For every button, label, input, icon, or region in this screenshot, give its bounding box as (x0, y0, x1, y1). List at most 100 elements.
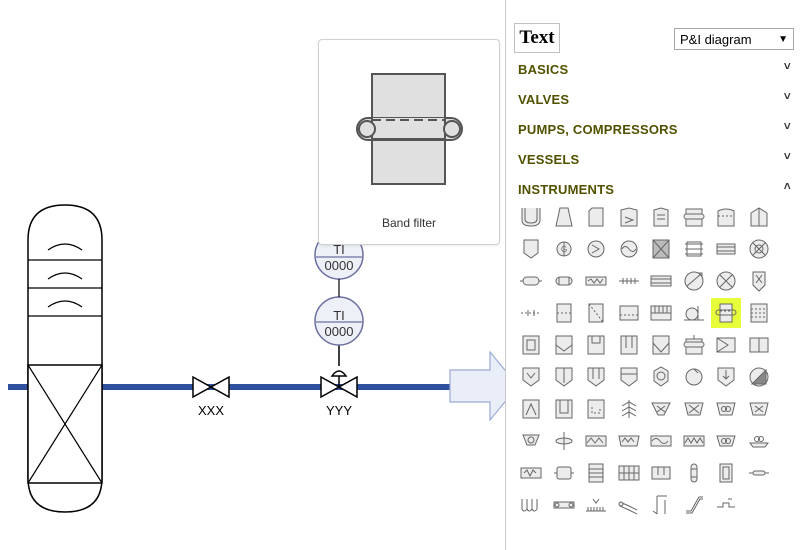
instrument-shape-66[interactable] (549, 458, 579, 488)
instrument-shape-77[interactable] (646, 490, 676, 520)
section-instruments[interactable]: INSTRUMENTS ˄ (506, 176, 800, 202)
shape-preview-tooltip: Band filter (318, 39, 500, 245)
instrument-shape-30[interactable] (679, 298, 709, 328)
text-style-button[interactable]: Text (514, 23, 560, 53)
instrument-shape-58[interactable] (549, 426, 579, 456)
instrument-shape-17[interactable] (516, 266, 546, 296)
instrument-shape-52[interactable] (614, 394, 644, 424)
instrument-shape-6[interactable] (679, 202, 709, 232)
instrument-shape-1[interactable] (516, 202, 546, 232)
shape-thumbnail-icon (555, 432, 572, 450)
instrument-shape-26[interactable] (549, 298, 579, 328)
shape-thumbnail-icon (719, 463, 733, 483)
instrument-shape-44[interactable] (614, 362, 644, 392)
diagram-type-select[interactable]: P&I diagram ▼ (674, 28, 794, 50)
section-pumps-compressors[interactable]: PUMPS, COMPRESSORS ˅ (506, 116, 800, 142)
instrument-shape-32[interactable] (744, 298, 774, 328)
shape-thumbnail-icon (620, 335, 637, 355)
instrument-shape-65[interactable] (516, 458, 546, 488)
chevron-down-icon: ˅ (783, 89, 791, 103)
instrument-shape-68[interactable] (614, 458, 644, 488)
instrument-shape-78[interactable] (679, 490, 709, 520)
instrument-shape-64[interactable] (744, 426, 774, 456)
instrument-shape-7[interactable] (711, 202, 741, 232)
instrument-shape-23[interactable] (711, 266, 741, 296)
shape-thumbnail-icon (716, 243, 736, 255)
column-vessel (27, 204, 103, 513)
instrument-shape-43[interactable] (581, 362, 611, 392)
instrument-shape-37[interactable] (646, 330, 676, 360)
instrument-shape-3[interactable] (581, 202, 611, 232)
instrument-shape-41[interactable] (516, 362, 546, 392)
instrument-shape-11[interactable] (581, 234, 611, 264)
instrument-shape-21[interactable] (646, 266, 676, 296)
instrument-shape-54[interactable] (679, 394, 709, 424)
instrument-shape-46[interactable] (679, 362, 709, 392)
instrument-shape-4[interactable] (614, 202, 644, 232)
instrument-shape-48[interactable] (744, 362, 774, 392)
instrument-shape-76[interactable] (614, 490, 644, 520)
instrument-shape-59[interactable] (581, 426, 611, 456)
instrument-shape-63[interactable] (711, 426, 741, 456)
instrument-shape-57[interactable] (516, 426, 546, 456)
shape-thumbnail-icon (586, 498, 606, 512)
instrument-shape-70[interactable] (679, 458, 709, 488)
instrument-shape-34[interactable] (549, 330, 579, 360)
instrument-shape-50[interactable] (549, 394, 579, 424)
instrument-shape-15[interactable] (711, 234, 741, 264)
instrument-shape-62[interactable] (679, 426, 709, 456)
instrument-shape-22[interactable] (679, 266, 709, 296)
instrument-shape-67[interactable] (581, 458, 611, 488)
instrument-shape-16[interactable] (744, 234, 774, 264)
instrument-shape-12[interactable] (614, 234, 644, 264)
instrument-shape-47[interactable] (711, 362, 741, 392)
instrument-shape-33[interactable] (516, 330, 546, 360)
instrument-shape-2[interactable] (549, 202, 579, 232)
instrument-shape-42[interactable] (549, 362, 579, 392)
chevron-down-icon: ˅ (783, 59, 791, 73)
instrument-shape-56[interactable] (744, 394, 774, 424)
instrument-shape-25[interactable] (516, 298, 546, 328)
instrument-shape-27[interactable] (581, 298, 611, 328)
instrument-shape-39[interactable] (711, 330, 741, 360)
instrument-shape-45[interactable] (646, 362, 676, 392)
instrument-shape-72[interactable] (744, 458, 774, 488)
instrument-shape-49[interactable] (516, 394, 546, 424)
shape-thumbnail-icon (650, 435, 672, 447)
instrument-shape-79[interactable] (711, 490, 741, 520)
instrument-shape-5[interactable] (646, 202, 676, 232)
instrument-shape-8[interactable] (744, 202, 774, 232)
section-valves[interactable]: VALVES ˅ (506, 86, 800, 112)
instrument-shape-28[interactable] (614, 298, 644, 328)
instrument-shape-14[interactable] (679, 234, 709, 264)
instrument-shape-10[interactable]: G (549, 234, 579, 264)
shape-thumbnail-icon (750, 207, 767, 227)
instrument-shape-18[interactable] (549, 266, 579, 296)
instrument-shape-53[interactable] (646, 394, 676, 424)
instrument-shape-60[interactable] (614, 426, 644, 456)
instrument-shape-19[interactable] (581, 266, 611, 296)
shape-thumbnail-icon (750, 303, 767, 323)
instrument-shape-71[interactable] (711, 458, 741, 488)
instrument-shape-73[interactable] (516, 490, 546, 520)
instrument-shape-75[interactable] (581, 490, 611, 520)
instrument-shape-20[interactable] (614, 266, 644, 296)
instrument-shape-74[interactable] (549, 490, 579, 520)
instrument-shape-51[interactable] (581, 394, 611, 424)
instrument-tag-lower: TI (333, 308, 345, 323)
instrument-shape-36[interactable] (614, 330, 644, 360)
instrument-shape-40[interactable] (744, 330, 774, 360)
instrument-shape-29[interactable] (646, 298, 676, 328)
instrument-shape-61[interactable] (646, 426, 676, 456)
diagram-type-value: P&I diagram (680, 32, 752, 47)
band-filter-shape[interactable] (711, 298, 741, 328)
section-vessels[interactable]: VESSELS ˅ (506, 146, 800, 172)
instrument-shape-38[interactable] (679, 330, 709, 360)
instrument-shape-55[interactable] (711, 394, 741, 424)
instrument-shape-9[interactable] (516, 234, 546, 264)
instrument-shape-35[interactable] (581, 330, 611, 360)
instrument-shape-13[interactable] (646, 234, 676, 264)
instrument-shape-24[interactable] (744, 266, 774, 296)
instrument-shape-69[interactable] (646, 458, 676, 488)
section-basics[interactable]: BASICS ˅ (506, 56, 800, 82)
